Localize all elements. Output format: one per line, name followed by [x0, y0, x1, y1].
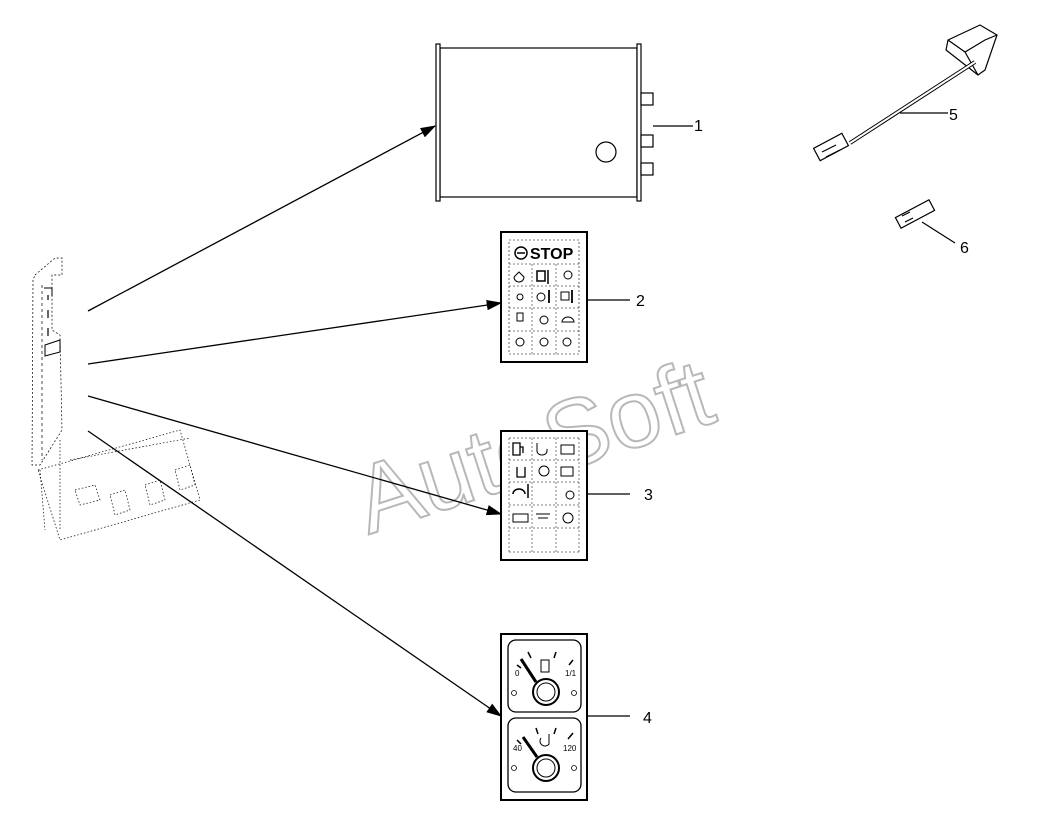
- part-2-warning-panel: STOP: [500, 231, 630, 363]
- stop-label: STOP: [530, 246, 574, 263]
- oil-pressure-icon: [513, 271, 525, 283]
- pto-icon: [562, 512, 574, 524]
- filter-warning-icon: [560, 291, 570, 301]
- temp-gauge-min-label: 40: [513, 744, 522, 753]
- engine-speed-icon: [538, 465, 550, 477]
- indicator-icons: [508, 437, 580, 553]
- callout-5: 5: [949, 107, 958, 124]
- brake-warning-icon: [563, 270, 573, 280]
- air-filter-icon: [516, 312, 524, 322]
- callout-6: 6: [960, 240, 969, 257]
- temperature-gauge: [511, 727, 577, 782]
- preheat-icon: [512, 513, 529, 523]
- engine-warning-icon: [539, 315, 549, 325]
- glow-plug-icon: [515, 337, 525, 347]
- hydraulic-icon: [561, 316, 575, 323]
- callout-4: 4: [643, 710, 652, 727]
- dashboard-outline: [31, 257, 201, 541]
- fuel-gauge: [511, 651, 577, 706]
- coolant-temp-gauge-icon: [539, 734, 550, 747]
- engine-temp-icon: [512, 484, 529, 498]
- arrow-part-3: [87, 395, 503, 516]
- arrow-part-2: [87, 299, 503, 365]
- part-1-control-box: [435, 43, 693, 202]
- callout-3: 3: [644, 487, 653, 504]
- part-6-sensor: [894, 198, 956, 244]
- fuel-gauge-max-label: 1/1: [565, 669, 577, 678]
- part-5-sender-cable: [812, 24, 998, 162]
- callout-1: 1: [694, 118, 703, 135]
- coolant-temp-icon: [536, 443, 548, 456]
- fuel-gauge-min-label: 0: [515, 669, 520, 678]
- coolant-level-icon: [536, 270, 549, 284]
- charging-icon: [560, 466, 574, 477]
- brake-circuit-icon: [516, 293, 524, 301]
- hydraulic-oil-icon: [516, 467, 526, 478]
- fuel-pump-icon: [540, 659, 550, 673]
- callout-2: 2: [636, 293, 645, 310]
- fuel-icon: [512, 442, 524, 456]
- rpm-icon: [565, 490, 575, 500]
- leader-arrows: [87, 125, 503, 717]
- warning-icons: [509, 263, 579, 354]
- stop-symbol-icon: [514, 246, 528, 260]
- arrow-part-1: [87, 125, 437, 312]
- battery-icon: [560, 444, 575, 455]
- tractor-icon: [536, 513, 550, 519]
- oil-temp-icon: [536, 292, 546, 302]
- alternator-icon: [539, 337, 549, 347]
- part-4-gauge-panel: 0 1/1 40 120: [500, 633, 630, 801]
- part-3-indicator-panel: [500, 430, 630, 561]
- arrow-part-4: [87, 430, 503, 717]
- temp-gauge-max-label: 120: [563, 744, 577, 753]
- transmission-icon: [562, 337, 572, 347]
